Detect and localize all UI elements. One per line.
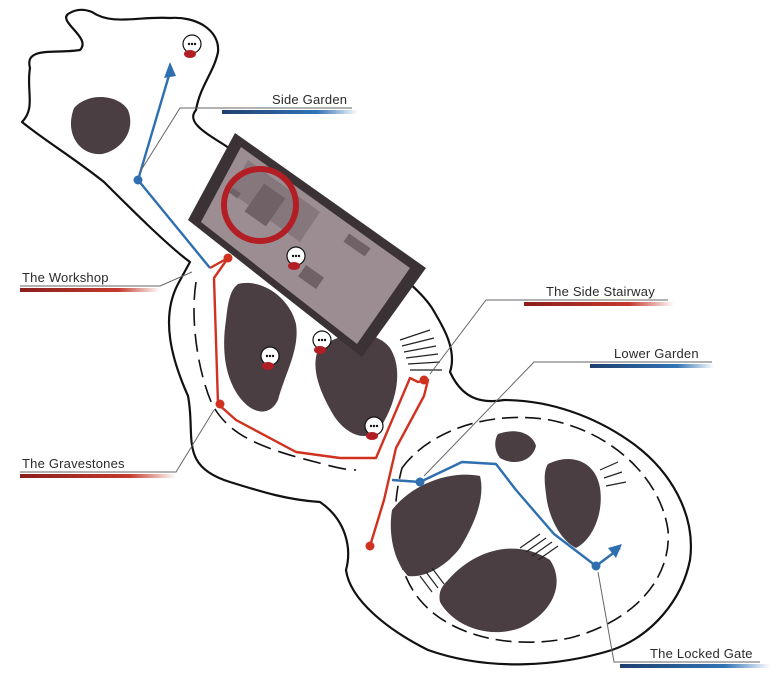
- garden-bed-bottom: [439, 548, 557, 633]
- label-underline-gravestones: [20, 474, 176, 478]
- route-node-icon: [133, 175, 601, 571]
- garden-bed-right: [544, 458, 601, 548]
- label-side-stairway: The Side Stairway: [546, 284, 655, 299]
- inner-path-outline: [193, 281, 357, 471]
- red-route: [209, 256, 430, 547]
- label-underline-locked-gate: [620, 664, 770, 668]
- label-underline-side-stairway: [524, 302, 674, 306]
- label-side-garden: Side Garden: [272, 92, 347, 107]
- label-underline-lower-garden: [590, 364, 714, 368]
- garden-bed-left: [390, 474, 482, 577]
- speech-bubble-icon: [286, 246, 306, 270]
- pond-top-left: [70, 96, 131, 155]
- label-locked-gate: The Locked Gate: [650, 646, 753, 661]
- rock-center: [315, 333, 398, 437]
- garden-bed-top: [495, 431, 536, 462]
- blue-route-lower: [391, 460, 621, 568]
- speech-bubble-icon: [364, 416, 384, 440]
- arrowhead-icon: [608, 544, 622, 558]
- label-underline-side-garden: [222, 110, 358, 114]
- building: [188, 133, 426, 357]
- arrowhead-icon: [164, 62, 176, 78]
- speech-bubble-icon: [182, 34, 202, 58]
- highlight-ring-icon: [221, 166, 299, 244]
- speech-bubble-icon: [312, 330, 332, 354]
- rock-left: [224, 282, 297, 412]
- label-gravestones: The Gravestones: [22, 456, 125, 471]
- label-workshop: The Workshop: [22, 270, 109, 285]
- label-underline-workshop: [20, 288, 160, 292]
- speech-bubble-icon: [260, 346, 280, 370]
- label-lower-garden: Lower Garden: [614, 346, 699, 361]
- leader-lines: [20, 107, 760, 663]
- garden-ring-outline: [394, 416, 669, 643]
- stair-hatching: [399, 329, 627, 593]
